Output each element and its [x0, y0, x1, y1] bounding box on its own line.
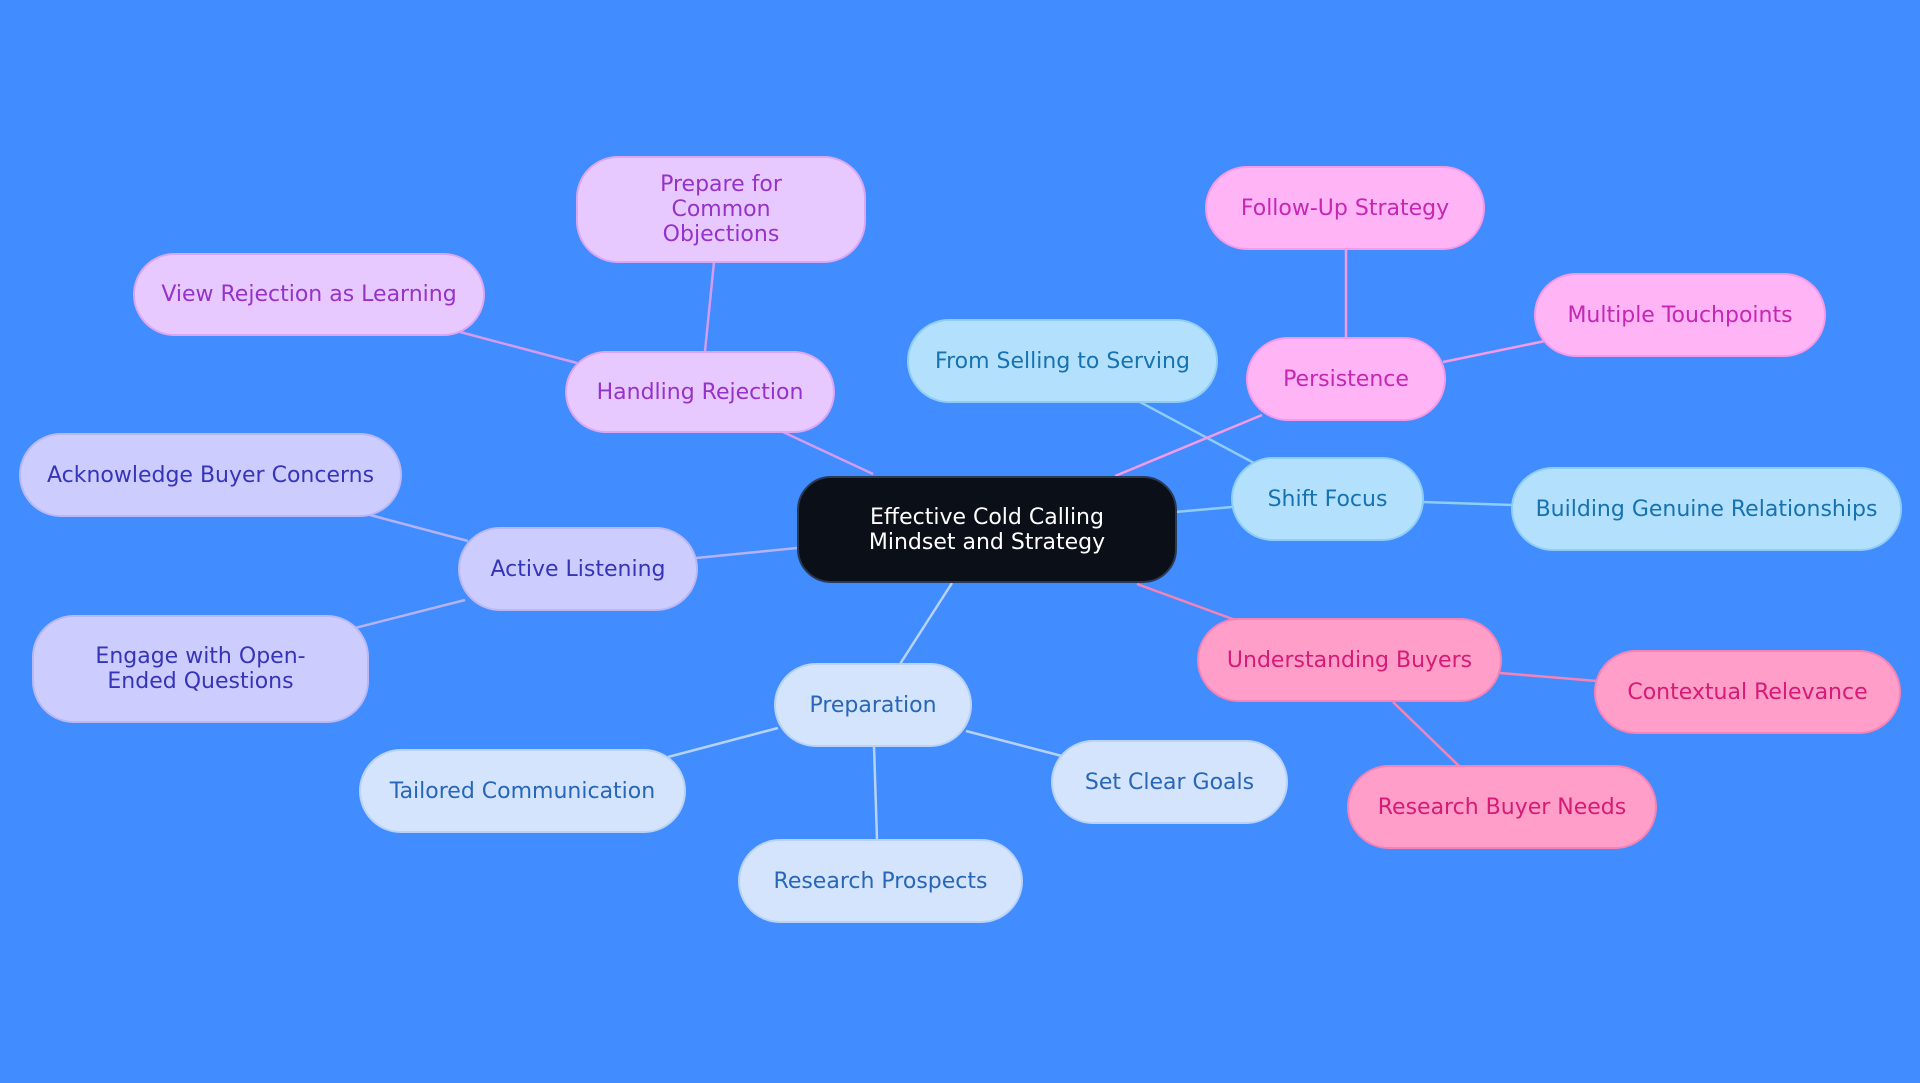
node-label: Persistence [1283, 366, 1409, 392]
node-label: Follow-Up Strategy [1240, 195, 1450, 221]
node-label: From Selling to Serving [935, 348, 1190, 374]
node-label: Active Listening [490, 556, 666, 582]
edge-active-listening-acknowledge [369, 513, 469, 543]
node-research-prospects[interactable]: Research Prospects [738, 839, 1023, 923]
node-label: View Rejection as Learning [161, 282, 457, 307]
node-preparation[interactable]: Preparation [774, 663, 972, 747]
edge-understanding-buyers-contextual [1499, 671, 1598, 683]
node-label: Shift Focus [1267, 486, 1388, 512]
node-label: Research Buyer Needs [1377, 794, 1627, 820]
node-label: Understanding Buyers [1226, 647, 1473, 673]
node-label: Set Clear Goals [1084, 769, 1255, 795]
node-research-buyer-needs[interactable]: Research Buyer Needs [1347, 765, 1657, 849]
node-label: Engage with Open-Ended Questions [95, 644, 306, 694]
node-label: Multiple Touchpoints [1567, 302, 1793, 328]
node-label: Preparation [809, 692, 937, 718]
edge-root-preparation [898, 582, 954, 665]
node-label: Contextual Relevance [1627, 679, 1868, 705]
node-follow-up-strategy[interactable]: Follow-Up Strategy [1205, 166, 1485, 250]
node-building-genuine-relationships[interactable]: Building Genuine Relationships [1511, 467, 1902, 551]
node-set-clear-goals[interactable]: Set Clear Goals [1051, 740, 1288, 824]
root-label: Effective Cold Calling Mindset and Strat… [868, 504, 1106, 555]
edge-shift-focus-serving [1139, 400, 1255, 465]
edge-root-handling-rejection [782, 430, 874, 476]
edge-understanding-buyers-research [1392, 701, 1461, 768]
node-engage-with-open-ended-questions[interactable]: Engage with Open-Ended Questions [32, 615, 369, 723]
node-label: Handling Rejection [596, 379, 804, 405]
node-multiple-touchpoints[interactable]: Multiple Touchpoints [1534, 273, 1826, 357]
node-prepare-for-common-objections[interactable]: Prepare for Common Objections [576, 156, 866, 263]
root-node[interactable]: Effective Cold Calling Mindset and Strat… [797, 476, 1177, 583]
edge-handling-rejection-view [459, 330, 578, 365]
edge-persistence-touchpoints [1442, 339, 1546, 364]
node-handling-rejection[interactable]: Handling Rejection [565, 351, 835, 433]
node-label: Research Prospects [773, 868, 988, 894]
edge-handling-rejection-prepare [703, 261, 716, 352]
edge-preparation-research [872, 745, 879, 841]
node-shift-focus[interactable]: Shift Focus [1231, 457, 1424, 541]
node-tailored-communication[interactable]: Tailored Communication [359, 749, 686, 833]
edge-preparation-goals [965, 729, 1063, 758]
node-understanding-buyers[interactable]: Understanding Buyers [1197, 618, 1502, 702]
node-label: Tailored Communication [389, 778, 656, 804]
edge-root-persistence [1114, 413, 1263, 478]
edge-root-active-listening [695, 546, 798, 560]
node-active-listening[interactable]: Active Listening [458, 527, 698, 611]
edge-preparation-tailored [667, 726, 779, 759]
edge-root-shift-focus [1174, 505, 1233, 514]
node-acknowledge-buyer-concerns[interactable]: Acknowledge Buyer Concerns [19, 433, 402, 517]
node-label: Acknowledge Buyer Concerns [46, 462, 375, 488]
node-label: Building Genuine Relationships [1535, 496, 1878, 522]
node-label: Prepare for Common Objections [660, 172, 782, 247]
edge-root-understanding-buyers [1136, 582, 1239, 623]
node-persistence[interactable]: Persistence [1246, 337, 1446, 421]
edge-shift-focus-relationships [1421, 500, 1514, 507]
edge-active-listening-engage [354, 598, 466, 630]
node-from-selling-to-serving[interactable]: From Selling to Serving [907, 319, 1218, 403]
node-view-rejection-as-learning[interactable]: View Rejection as Learning [133, 253, 485, 336]
node-contextual-relevance[interactable]: Contextual Relevance [1594, 650, 1901, 734]
